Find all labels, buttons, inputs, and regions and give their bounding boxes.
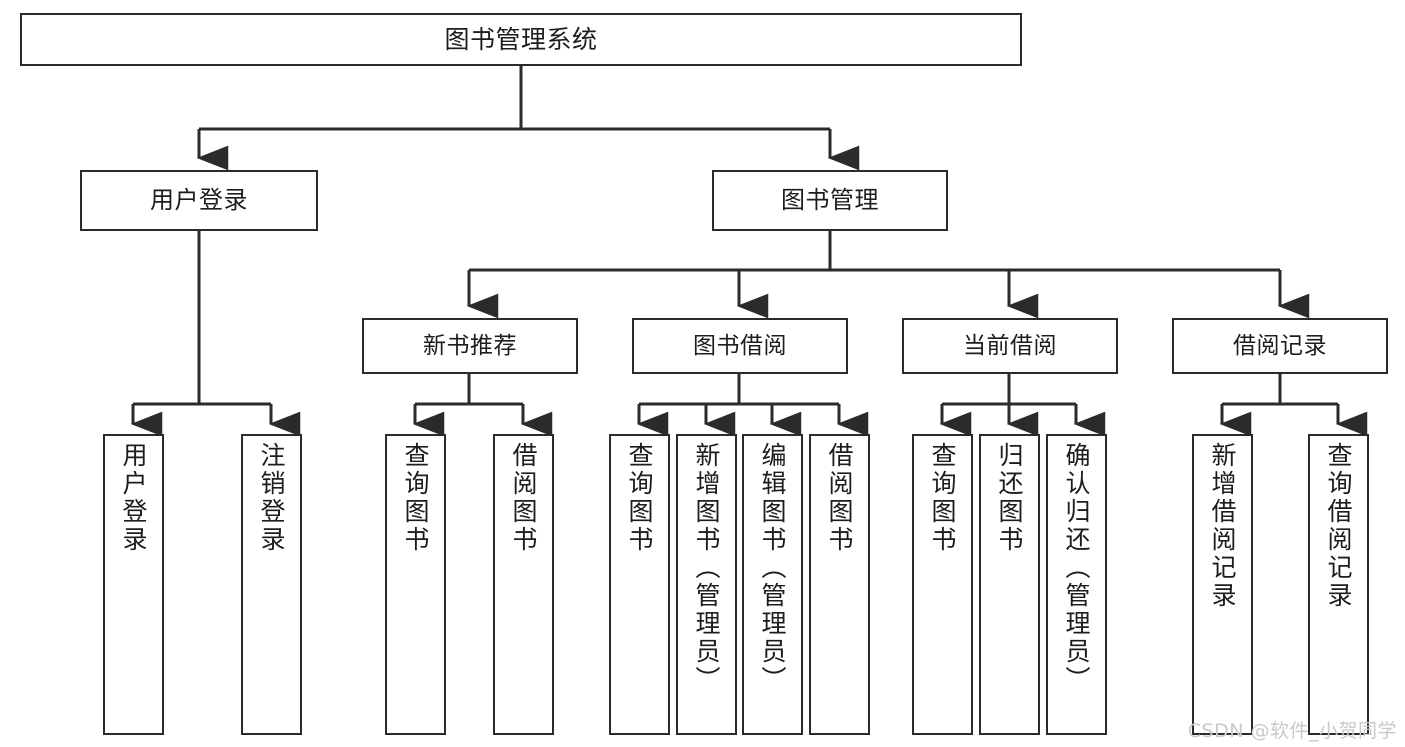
node-root-label: 图书管理系统 (444, 25, 598, 54)
node-leaf-return-book-label: 归还图书 (995, 442, 1024, 554)
node-borrow-record[interactable]: 借阅记录 (1172, 318, 1388, 374)
node-user-login[interactable]: 用户登录 (80, 170, 318, 231)
node-leaf-query-book-borrow[interactable]: 查询图书 (609, 434, 670, 735)
node-leaf-logout-label: 注销登录 (257, 442, 286, 554)
node-leaf-return-book[interactable]: 归还图书 (979, 434, 1040, 735)
node-leaf-edit-book-admin-label: 编辑图书（管理员） (758, 442, 787, 694)
node-leaf-query-book-current[interactable]: 查询图书 (912, 434, 973, 735)
node-leaf-user-login[interactable]: 用户登录 (103, 434, 164, 735)
node-book-borrow-label: 图书借阅 (693, 332, 787, 359)
node-leaf-borrow-book-newbook[interactable]: 借阅图书 (493, 434, 554, 735)
node-leaf-borrow-book-label: 借阅图书 (825, 442, 854, 554)
node-user-login-label: 用户登录 (150, 185, 248, 214)
node-leaf-user-login-label: 用户登录 (119, 442, 148, 554)
node-leaf-add-book-admin-label: 新增图书（管理员） (692, 442, 721, 694)
node-leaf-query-book-current-label: 查询图书 (928, 442, 957, 554)
node-book-management[interactable]: 图书管理 (712, 170, 948, 231)
node-leaf-confirm-return-admin[interactable]: 确认归还（管理员） (1046, 434, 1107, 735)
node-leaf-borrow-book-newbook-label: 借阅图书 (509, 442, 538, 554)
node-leaf-query-book-borrow-label: 查询图书 (625, 442, 654, 554)
node-book-management-label: 图书管理 (781, 185, 879, 214)
node-leaf-query-book-newbook-label: 查询图书 (401, 442, 430, 554)
node-leaf-add-borrow-record-label: 新增借阅记录 (1208, 442, 1237, 610)
node-new-book-recommend[interactable]: 新书推荐 (362, 318, 578, 374)
node-leaf-query-book-newbook[interactable]: 查询图书 (385, 434, 446, 735)
node-leaf-query-borrow-record-label: 查询借阅记录 (1324, 442, 1353, 610)
watermark: CSDN @软件_小贺同学 (1187, 720, 1397, 742)
node-current-borrow[interactable]: 当前借阅 (902, 318, 1118, 374)
node-leaf-add-borrow-record[interactable]: 新增借阅记录 (1192, 434, 1253, 735)
node-book-borrow[interactable]: 图书借阅 (632, 318, 848, 374)
node-leaf-confirm-return-admin-label: 确认归还（管理员） (1062, 442, 1091, 694)
node-leaf-add-book-admin[interactable]: 新增图书（管理员） (676, 434, 737, 735)
node-current-borrow-label: 当前借阅 (963, 332, 1057, 359)
node-leaf-query-borrow-record[interactable]: 查询借阅记录 (1308, 434, 1369, 735)
node-leaf-logout[interactable]: 注销登录 (241, 434, 302, 735)
node-root[interactable]: 图书管理系统 (20, 13, 1022, 66)
node-borrow-record-label: 借阅记录 (1233, 332, 1327, 359)
node-new-book-recommend-label: 新书推荐 (423, 332, 517, 359)
node-leaf-edit-book-admin[interactable]: 编辑图书（管理员） (742, 434, 803, 735)
node-leaf-borrow-book[interactable]: 借阅图书 (809, 434, 870, 735)
